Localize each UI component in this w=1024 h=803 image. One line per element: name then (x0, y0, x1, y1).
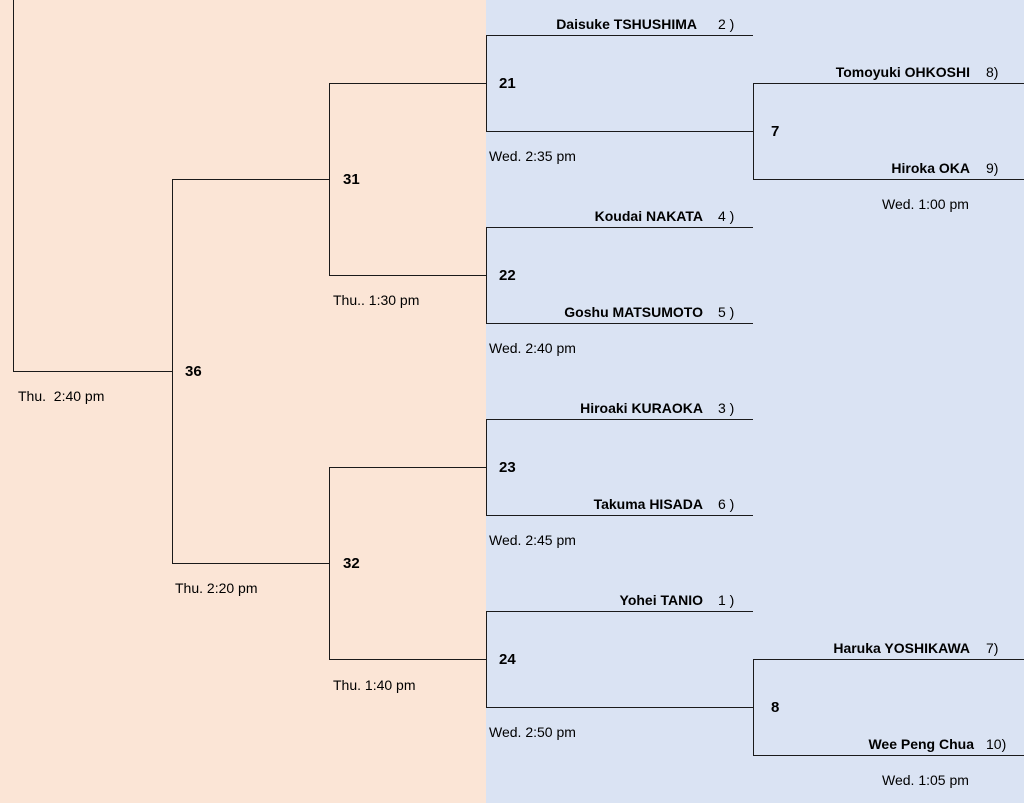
player-seed: 10) (986, 736, 1007, 752)
bracket-line (13, 0, 14, 372)
player-name: Haruka YOSHIKAWA (833, 640, 970, 656)
player-seed: 8) (986, 64, 999, 80)
match-time: Wed. 2:35 pm (489, 148, 576, 164)
wednesday-panel (486, 0, 1024, 803)
match-number: 32 (343, 555, 360, 572)
match-time: Wed. 1:00 pm (882, 196, 969, 212)
match-time: Wed. 2:50 pm (489, 724, 576, 740)
player-name: Takuma HISADA (593, 496, 703, 512)
match-time: Thu. 2:40 pm (18, 388, 105, 404)
match-time: Wed. 2:40 pm (489, 340, 576, 356)
match-number: 24 (499, 651, 516, 668)
bracket-line (486, 419, 753, 420)
bracket-line (486, 611, 487, 708)
player-name: Hiroka OKA (891, 160, 970, 176)
bracket-line (753, 659, 754, 756)
bracket-line (329, 83, 486, 84)
player-name: Hiroaki KURAOKA (580, 400, 703, 416)
player-name: Wee Peng Chua (868, 736, 974, 752)
player-seed: 6 ) (718, 496, 735, 512)
match-time: Thu. 1:40 pm (333, 677, 416, 693)
bracket-line (329, 275, 486, 276)
player-name: Goshu MATSUMOTO (564, 304, 703, 320)
bracket-line (753, 755, 1024, 756)
bracket-line (486, 227, 753, 228)
player-name: Koudai NAKATA (594, 208, 703, 224)
match-number: 22 (499, 267, 516, 284)
match-time: Thu. 2:20 pm (175, 580, 258, 596)
player-seed: 5 ) (718, 304, 735, 320)
bracket-line (486, 323, 753, 324)
bracket-line (329, 467, 330, 660)
bracket-line (329, 659, 486, 660)
player-name: Daisuke TSHUSHIMA (556, 16, 697, 32)
bracket-line (486, 419, 487, 516)
match-time: Wed. 2:45 pm (489, 532, 576, 548)
bracket-line (753, 83, 1024, 84)
player-seed: 7) (986, 640, 999, 656)
bracket-line (486, 227, 487, 324)
match-time: Wed. 1:05 pm (882, 772, 969, 788)
bracket-line (13, 371, 172, 372)
bracket-line (486, 131, 753, 132)
match-number: 31 (343, 171, 360, 188)
bracket-line (486, 611, 753, 612)
player-seed: 1 ) (718, 592, 735, 608)
bracket-line (753, 179, 1024, 180)
player-name: Yohei TANIO (619, 592, 703, 608)
match-time: Thu.. 1:30 pm (333, 292, 420, 308)
bracket-line (329, 83, 330, 276)
player-seed: 9) (986, 160, 999, 176)
player-seed: 4 ) (718, 208, 735, 224)
match-number: 36 (185, 363, 202, 380)
player-name: Tomoyuki OHKOSHI (835, 64, 970, 80)
bracket-line (486, 707, 753, 708)
bracket-line (486, 35, 753, 36)
player-seed: 2 ) (718, 16, 735, 32)
match-number: 21 (499, 75, 516, 92)
match-number: 23 (499, 459, 516, 476)
match-number: 7 (771, 123, 780, 140)
bracket-line (753, 83, 754, 180)
bracket-line (172, 563, 329, 564)
player-seed: 3 ) (718, 400, 735, 416)
bracket-line (753, 659, 1024, 660)
match-number: 8 (771, 699, 780, 716)
bracket-line (486, 35, 487, 132)
bracket-line (172, 179, 329, 180)
thursday-panel (0, 0, 486, 803)
bracket-line (172, 179, 173, 564)
bracket-line (329, 467, 486, 468)
bracket-line (486, 515, 753, 516)
